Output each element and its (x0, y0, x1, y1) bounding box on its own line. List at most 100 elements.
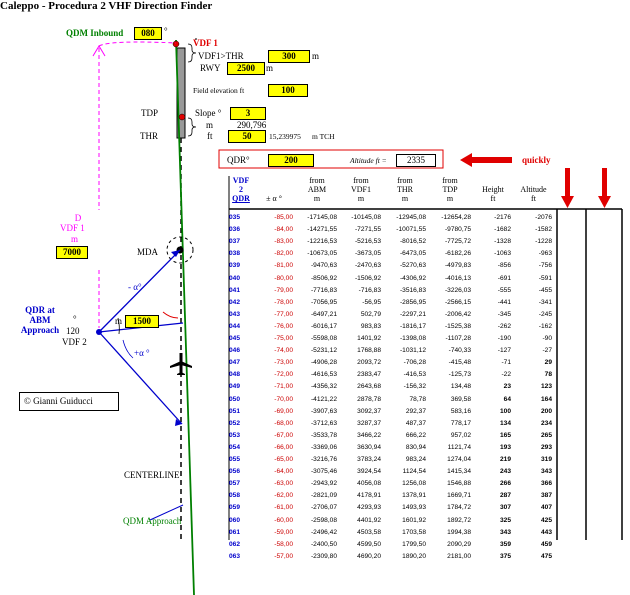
table-cell: -10673,05 (307, 250, 337, 258)
minus-alpha-label: - α° (128, 282, 142, 292)
table-cell: 359 (499, 540, 511, 548)
table-cell: -12945,08 (396, 214, 426, 221)
vdf1-dist-field[interactable]: 7000 (56, 246, 88, 259)
brace-vdf1-thr (187, 43, 197, 63)
vdf1-label: VDF 1 (193, 38, 218, 48)
plus-alpha-label: +α ° (134, 348, 150, 358)
table-cell: 1890,20 (402, 552, 426, 560)
table-cell: 983,24 (405, 456, 426, 463)
table-cell: -70,00 (274, 395, 293, 403)
abm-dist-field[interactable]: 1500 (125, 315, 159, 328)
quickly-label: quickly (522, 155, 551, 165)
table-cell: 2383,47 (357, 371, 381, 379)
table-cell: -5216,53 (354, 238, 381, 246)
table-cell: -9780,75 (444, 226, 471, 234)
table-cell: -716,83 (358, 286, 381, 294)
table-cell: 234 (540, 419, 552, 427)
table-cell: 051 (229, 407, 241, 415)
table-cell: 037 (229, 238, 241, 246)
table-cell: 375 (499, 552, 511, 560)
table-cell: 123 (540, 383, 552, 391)
table-cell: -12654,28 (441, 214, 471, 221)
table-cell: -2006,42 (444, 310, 471, 318)
table-cell: -10145,08 (351, 214, 381, 221)
field-elevation-field[interactable]: 100 (268, 84, 308, 97)
table-cell: -4616,53 (310, 371, 337, 379)
table-cell: -8016,52 (399, 238, 426, 246)
table-cell: 3287,37 (357, 419, 381, 427)
thr-label: THR (140, 131, 158, 141)
table-cell: -83,00 (274, 238, 293, 246)
table-cell: -59,00 (274, 528, 293, 536)
table-cell: 3924,54 (357, 468, 381, 476)
table-cell: 134,48 (450, 383, 471, 391)
table-cell: -71 (501, 359, 511, 367)
table-cell: 1378,91 (402, 492, 426, 500)
table-cell: 583,16 (450, 407, 471, 415)
table-cell: 1256,08 (402, 480, 426, 488)
table-cell: 1401,92 (357, 335, 381, 342)
table-cell: 059 (229, 504, 241, 512)
approach-line (175, 39, 195, 595)
table-cell: 036 (229, 226, 241, 234)
table-cell: -75,00 (274, 335, 293, 342)
table-cell: 425 (540, 516, 552, 524)
table-cell: 1768,88 (357, 347, 381, 355)
table-cell: 042 (229, 298, 241, 306)
qdm-inbound-field[interactable]: 080 (134, 27, 162, 40)
vdf1-thr-field[interactable]: 300 (268, 50, 310, 63)
tdp-label: TDP (141, 108, 159, 118)
table-cell: -14271,55 (307, 226, 337, 234)
table-cell: 4056,08 (357, 480, 381, 488)
thr-ft-label: ft (207, 131, 213, 141)
table-cell: 3092,37 (357, 407, 381, 415)
table-cell: -17145,08 (307, 214, 337, 221)
qdm-inbound-label: QDM Inbound (66, 28, 124, 38)
table-cell: 78 (544, 371, 552, 379)
rwy-field[interactable]: 2500 (227, 62, 265, 75)
table-cell: 063 (229, 552, 241, 560)
table-cell: -1398,08 (399, 335, 426, 342)
table-cell: -66,00 (274, 443, 293, 451)
quickly-arrow-icon (460, 153, 512, 167)
table-cell: 043 (229, 310, 241, 318)
table-cell: -84,00 (274, 226, 293, 234)
table-cell: -8506,92 (310, 274, 337, 282)
table-cell: 164 (540, 395, 552, 403)
table-cell: -7725,72 (444, 238, 471, 246)
table-cell: 044 (229, 322, 241, 330)
table-cell: 957,02 (450, 431, 471, 439)
qdr-field[interactable]: 200 (268, 154, 314, 167)
down-arrow-icon-2 (598, 168, 611, 208)
table-cell: -2297,21 (399, 310, 426, 318)
table-cell: 041 (229, 286, 241, 294)
table-cell: -6497,21 (310, 310, 337, 318)
table-cell: -1031,12 (399, 347, 426, 355)
thr-ft-field[interactable]: 50 (228, 130, 266, 143)
table-cell: 292,37 (405, 407, 426, 415)
slope-field[interactable]: 3 (230, 107, 266, 120)
table-cell: -7271,55 (354, 226, 381, 234)
table-cell: 666,22 (405, 431, 426, 439)
table-cell: -3216,76 (310, 456, 337, 463)
table-cell: -1582 (535, 226, 552, 234)
table-cell: 165 (499, 431, 511, 439)
table-cell: -441 (497, 298, 511, 306)
table-cell: 3783,24 (357, 456, 381, 463)
table-cell: -245 (538, 310, 552, 318)
table-cell: -7716,83 (310, 286, 337, 294)
table-row: 041-79,00-7716,83-716,83-3516,83-3226,03… (229, 286, 554, 296)
table-cell: -3712,63 (310, 419, 337, 427)
table-cell: -1063 (494, 250, 511, 258)
table-cell: 319 (540, 456, 552, 463)
table-cell: -10071,55 (396, 226, 426, 234)
table-cell: -416,53 (403, 371, 426, 379)
